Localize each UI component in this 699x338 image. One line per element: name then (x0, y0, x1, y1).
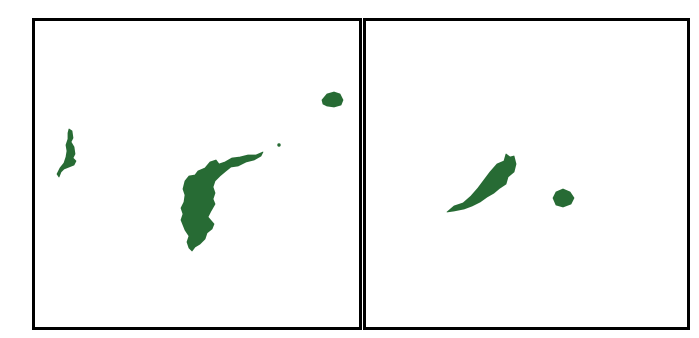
islet-speck (277, 143, 281, 147)
left-map-canvas (56, 91, 344, 252)
island-elongated (446, 153, 517, 213)
island-northeast-round (321, 91, 344, 108)
left-map-panel (32, 18, 362, 330)
island-small-round (552, 188, 575, 208)
island-west-narrow (56, 128, 77, 178)
right-map-canvas (446, 153, 575, 213)
island-central-chain (180, 151, 264, 252)
right-map-panel (363, 18, 690, 330)
